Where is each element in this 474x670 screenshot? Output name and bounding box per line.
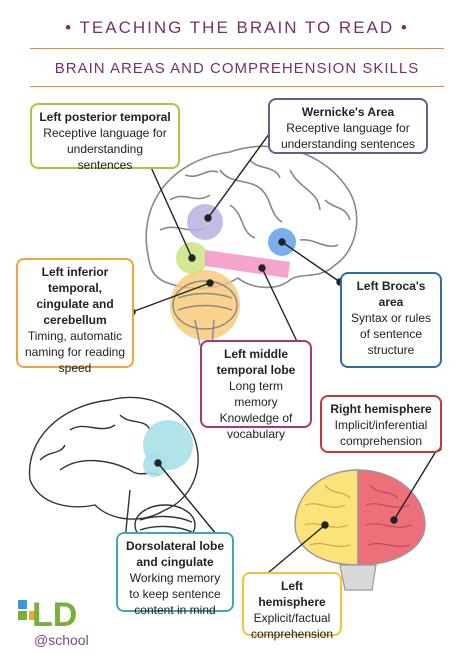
left-inferior-temporal-heading: Left inferior temporal, cingulate and ce…	[36, 265, 114, 327]
page-title: • TEACHING THE BRAIN TO READ •	[65, 18, 409, 37]
ld-school-logo: LD @school	[18, 596, 98, 656]
dorsolateral-body: Working memory to keep sentence content …	[129, 571, 221, 617]
wernicke-region	[187, 204, 223, 240]
left-posterior-temporal-box: Left posterior temporal Receptive langua…	[30, 103, 180, 172]
logo-squares-icon	[18, 600, 38, 620]
left-hemisphere-box: Left hemisphere Explicit/factual compreh…	[242, 572, 342, 641]
left-posterior-temporal-heading: Left posterior temporal	[39, 110, 171, 124]
left-middle-temporal-body: Long term memory Knowledge of vocabulary	[219, 379, 293, 441]
left-middle-temporal-box: Left middle temporal lobe Long term memo…	[200, 340, 312, 441]
logo-mark: LD	[32, 596, 78, 634]
side-view-brain	[145, 145, 358, 290]
left-brocas-area-heading: Left Broca's area	[356, 279, 426, 309]
cerebellum	[172, 280, 238, 346]
page-subtitle: BRAIN AREAS AND COMPREHENSION SKILLS	[54, 60, 420, 77]
left-brocas-area-box: Left Broca's area Syntax or rules of sen…	[340, 272, 442, 368]
right-hemisphere-box: Right hemisphere Implicit/inferential co…	[320, 395, 442, 453]
title-divider	[30, 48, 444, 49]
dorsolateral-heading: Dorsolateral lobe and cingulate	[125, 539, 225, 569]
medial-view-brain	[28, 396, 199, 561]
hemispheres-brain	[294, 469, 426, 591]
wernickes-area-heading: Wernicke's Area	[301, 105, 395, 119]
left-posterior-temporal-body: Receptive language for understanding sen…	[43, 126, 167, 172]
left-inferior-temporal-body: Timing, automatic naming for reading spe…	[24, 329, 126, 375]
left-inferior-temporal-box: Left inferior temporal, cingulate and ce…	[16, 258, 134, 375]
subtitle-divider	[30, 86, 444, 87]
left-hemisphere-body: Explicit/factual comprehension	[250, 611, 334, 641]
right-hemisphere-body: Implicit/inferential comprehension	[334, 418, 428, 448]
dorsolateral-box: Dorsolateral lobe and cingulate Working …	[116, 532, 234, 617]
left-middle-temporal-heading: Left middle temporal lobe	[216, 347, 296, 377]
logo-text: @school	[34, 632, 89, 648]
wernickes-area-box: Wernicke's Area Receptive language for u…	[268, 98, 428, 154]
middle-temporal-region	[205, 250, 290, 278]
left-brocas-area-body: Syntax or rules of sentence structure	[350, 311, 432, 357]
right-hemisphere-heading: Right hemisphere	[330, 402, 432, 416]
wernickes-area-body: Receptive language for understanding sen…	[280, 121, 416, 151]
left-hemisphere-heading: Left hemisphere	[258, 579, 326, 609]
